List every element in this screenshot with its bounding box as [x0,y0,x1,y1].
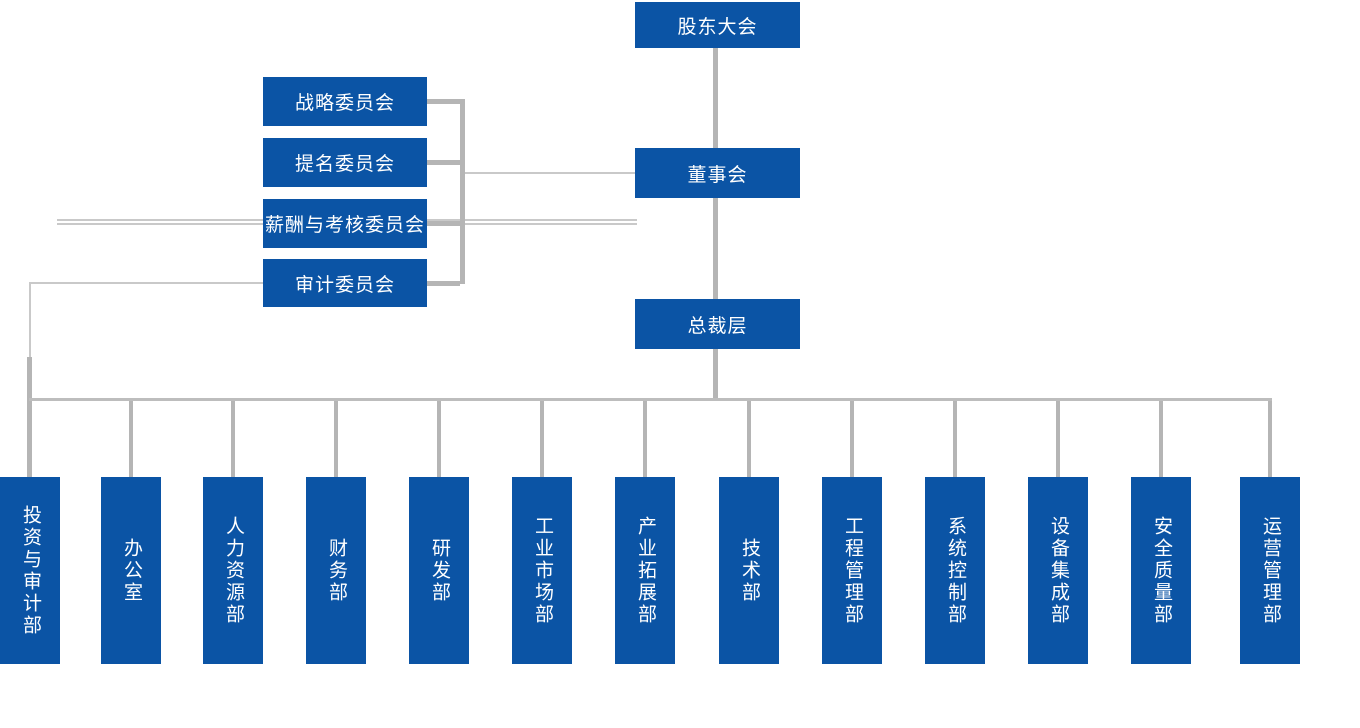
connector-shareholders-board [713,48,718,148]
node-president-level: 总裁层 [635,299,800,349]
node-shareholders-meeting: 股东大会 [635,2,800,48]
node-committee-strategy: 战略委员会 [263,77,427,126]
connector-drop-dept-11 [1056,401,1060,477]
connector-board-president [713,198,718,299]
node-dept-research-development: 研发部 [409,477,469,664]
node-label: 工程管理部 [842,515,863,626]
connector-audit-left-v [29,282,31,400]
node-dept-industry-expansion: 产业拓展部 [615,477,675,664]
connector-trunk-board-thin [463,172,635,174]
connector-committee-nomination [427,160,460,165]
node-label: 产业拓展部 [635,515,656,626]
node-label: 人力资源部 [223,515,244,626]
connector-committee-remuneration [427,221,460,226]
connector-drop-dept-3 [231,401,235,477]
node-dept-human-resources: 人力资源部 [203,477,263,664]
node-dept-operations-management: 运营管理部 [1240,477,1300,664]
node-label: 系统控制部 [945,515,966,626]
connector-audit-left-h [29,282,263,284]
connector-drop-dept-13 [1268,401,1272,477]
node-label: 提名委员会 [294,154,395,175]
connector-drop-dept-12 [1159,401,1163,477]
connector-committee-audit [427,281,460,286]
connector-drop-dept-7 [643,401,647,477]
node-label: 总裁层 [687,315,748,337]
node-label: 技术部 [739,537,760,604]
connector-drop-dept-4 [334,401,338,477]
connector-distribution-line [29,398,1272,401]
connector-president-trunk [713,349,718,401]
connector-drop-dept-6 [540,401,544,477]
node-label: 审计委员会 [294,274,395,296]
node-committee-audit: 审计委员会 [263,259,427,307]
node-committee-remuneration-appraisal: 薪酬与考核委员会 [263,199,427,248]
connector-committee-strategy [427,99,460,104]
connector-drop-dept-9 [850,401,854,477]
node-label: 运营管理部 [1260,515,1281,626]
node-label: 薪酬与考核委员会 [264,215,425,236]
node-label: 办公室 [121,537,142,604]
node-committee-nomination: 提名委员会 [263,138,427,187]
connector-drop-dept-5 [437,401,441,477]
node-dept-investment-audit: 投资与审计部 [0,477,60,664]
connector-committee-trunk [460,99,465,284]
node-label: 安全质量部 [1151,515,1172,626]
node-label: 董事会 [687,164,748,186]
node-label: 设备集成部 [1048,515,1069,626]
connector-drop-dept-10 [953,401,957,477]
node-label: 战略委员会 [294,93,395,114]
connector-drop-dept-8 [747,401,751,477]
node-dept-safety-quality: 安全质量部 [1131,477,1191,664]
node-dept-office: 办公室 [101,477,161,664]
node-board-of-directors: 董事会 [635,148,800,198]
node-dept-equipment-integration: 设备集成部 [1028,477,1088,664]
node-label: 股东大会 [677,16,758,38]
node-dept-technology: 技术部 [719,477,779,664]
connector-drop-dept-2 [129,401,133,477]
node-dept-industrial-market: 工业市场部 [512,477,572,664]
node-label: 投资与审计部 [20,504,41,637]
connector-drop-dept-1 [27,357,32,477]
node-dept-finance: 财务部 [306,477,366,664]
node-label: 财务部 [326,537,347,604]
node-dept-system-control: 系统控制部 [925,477,985,664]
node-label: 工业市场部 [532,515,553,626]
node-dept-engineering-management: 工程管理部 [822,477,882,664]
node-label: 研发部 [429,537,450,604]
